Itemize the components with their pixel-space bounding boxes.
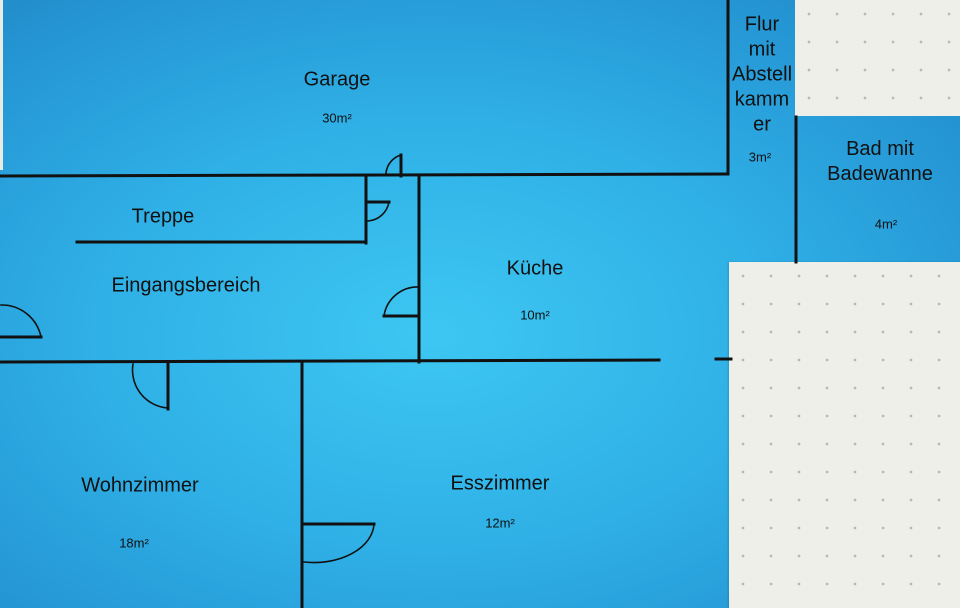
room-area-bad: 4m² <box>874 216 898 232</box>
door-garage <box>385 153 403 178</box>
room-label-treppe: Treppe <box>131 205 195 228</box>
room-area-kueche: 10m² <box>520 307 550 323</box>
room-label-bad: Bad mit Badewanne <box>827 138 933 185</box>
room-label-esszimmer: Esszimmer <box>450 472 550 495</box>
wall-garage-bottom <box>0 172 730 178</box>
room-area-wohnzimmer: 18m² <box>119 535 149 551</box>
room-label-garage: Garage <box>303 68 371 91</box>
screen-edge <box>0 0 3 170</box>
room-area-flur: 3m² <box>748 149 772 165</box>
door-treppe <box>364 200 391 222</box>
wall-main-horizontal <box>0 358 661 364</box>
room-label-eingangsbereich: Eingangsbereich <box>111 274 261 297</box>
room-label-flur: Flur mit Abstell kamm er <box>731 13 793 136</box>
room-label-wohnzimmer: Wohnzimmer <box>81 474 199 497</box>
room-area-garage: 30m² <box>322 110 352 126</box>
door-entrance <box>0 304 43 339</box>
dotted-paper-right <box>729 262 960 608</box>
dotted-paper-top <box>795 0 960 116</box>
room-label-kueche: Küche <box>506 257 564 280</box>
door-esszimmer <box>300 522 376 564</box>
door-wohnzimmer <box>131 361 170 411</box>
door-kueche <box>382 286 421 318</box>
room-area-esszimmer: 12m² <box>485 515 515 531</box>
